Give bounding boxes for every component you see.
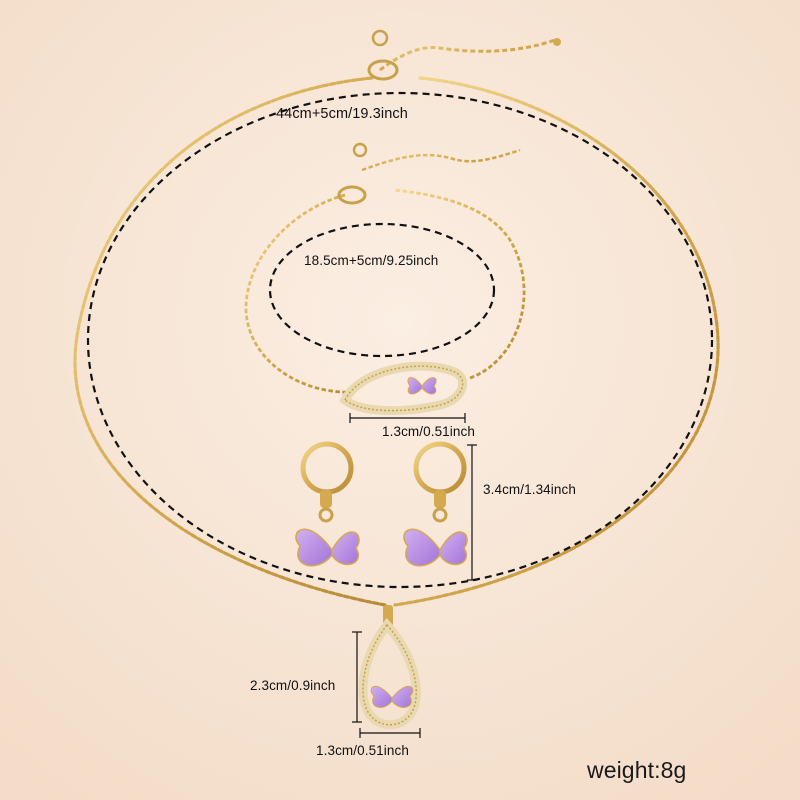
- bracelet-clasp: [337, 142, 368, 205]
- measurement-guides: [86, 91, 714, 589]
- bracelet-pendant-width-label: 1.3cm/0.51inch: [382, 424, 475, 439]
- bracelet-length-label: 18.5cm+5cm/9.25inch: [304, 253, 439, 268]
- earring-height-label: 3.4cm/1.34inch: [483, 482, 576, 497]
- earring-right: [403, 441, 468, 567]
- earring-left: [295, 441, 360, 567]
- necklace-length-guide: [86, 91, 714, 589]
- dimension-lines: [349, 413, 477, 738]
- butterfly-icon: [370, 685, 414, 708]
- bracelet-chain: [244, 148, 526, 394]
- necklace-extender: [367, 29, 561, 81]
- weight-label: weight:8g: [587, 757, 687, 783]
- bracelet-pendant: [339, 361, 468, 416]
- necklace-pendant: [358, 605, 421, 730]
- butterfly-icon: [407, 377, 437, 395]
- butterfly-icon: [295, 528, 360, 567]
- necklace-chain: [73, 76, 720, 607]
- bracelet-length-guide: [268, 222, 496, 358]
- pendant-width-label: 1.3cm/0.51inch: [316, 743, 409, 758]
- butterfly-icon: [403, 528, 468, 567]
- necklace-length-label: 44cm+5cm/19.3inch: [276, 106, 408, 122]
- pendant-height-label: 2.3cm/0.9inch: [250, 678, 336, 693]
